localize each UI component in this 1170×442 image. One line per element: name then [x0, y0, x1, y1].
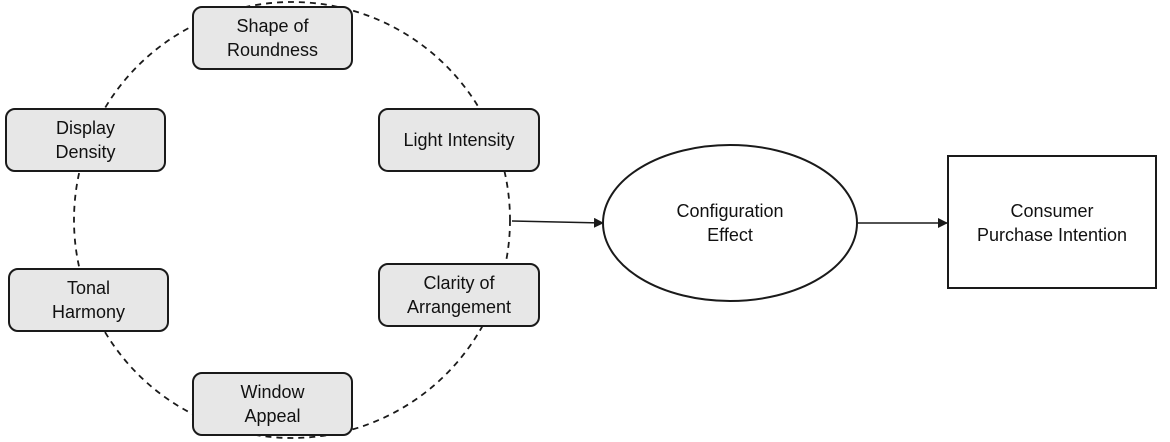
configuration-effect-ellipse [602, 144, 858, 302]
configuration-effect-line-2: Effect [707, 225, 753, 245]
consumer-purchase-intention-label: Consumer Purchase Intention [948, 199, 1156, 247]
factor-clarity-line-1: Clarity of [423, 273, 495, 293]
factor-window-line-1: Window [240, 382, 305, 402]
factor-shape-line-2: Roundness [226, 40, 319, 60]
factor-density-line-1: Display [55, 118, 116, 138]
factor-cycle-dashed-circle [73, 1, 511, 439]
consumer-purchase-intention-box [947, 155, 1157, 289]
factor-tonal-harmony: Tonal Harmony [8, 268, 169, 332]
arrow-cycle-to-configuration [511, 217, 604, 228]
factor-light-intensity: Light Intensity [378, 108, 540, 172]
consumer-purchase-intention-line-2: Purchase Intention [976, 225, 1128, 245]
factor-light-line-1: Light Intensity [403, 130, 515, 150]
consumer-purchase-intention-line-1: Consumer [1010, 201, 1094, 221]
factor-shape-line-1: Shape of [236, 16, 309, 36]
factor-display-density: Display Density [5, 108, 166, 172]
factor-window-line-2: Appeal [244, 406, 301, 426]
factor-clarity-of-arrangement: Clarity of Arrangement [378, 263, 540, 327]
factor-window-appeal: Window Appeal [192, 372, 353, 436]
factor-density-line-2: Density [55, 142, 116, 162]
factor-tonal-line-1: Tonal [66, 278, 111, 298]
factor-shape-of-roundness: Shape of Roundness [192, 6, 353, 70]
factor-tonal-line-2: Harmony [51, 302, 126, 322]
configuration-effect-line-1: Configuration [676, 201, 784, 221]
factor-clarity-line-2: Arrangement [406, 297, 512, 317]
configuration-effect-label: Configuration Effect [603, 199, 857, 247]
